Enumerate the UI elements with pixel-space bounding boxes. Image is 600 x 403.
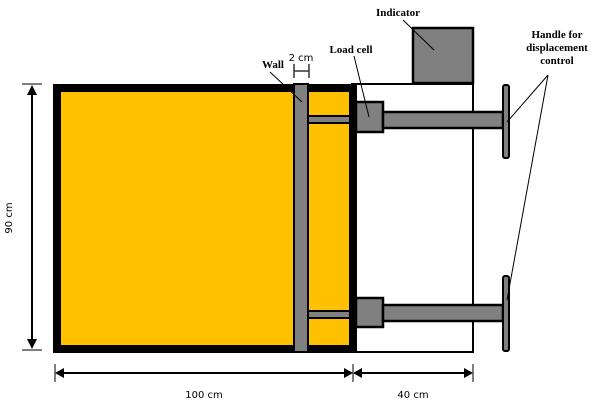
height-label: 90 cm	[4, 202, 15, 233]
wall-plate	[293, 83, 309, 353]
load-cell-upper	[354, 100, 385, 134]
box-length-label: 100 cm	[185, 390, 223, 401]
load-cell-lower	[354, 296, 385, 329]
handle-lower	[502, 275, 510, 352]
wall-label: Wall	[262, 59, 284, 71]
indicator-label: Indicator	[376, 7, 420, 19]
dimension-height: 90 cm	[4, 83, 42, 351]
wall-thickness-label: 2 cm	[289, 53, 314, 64]
handle-label-line2: displacement	[526, 42, 588, 54]
dimension-box-length: 100 cm	[54, 364, 354, 401]
handle-label-line3: control	[540, 55, 573, 67]
indicator-box	[411, 26, 475, 85]
rod-lower-inner	[307, 310, 351, 319]
load-cell-label: Load cell	[329, 44, 372, 56]
handle-upper	[502, 84, 510, 159]
shaft-lower	[381, 303, 505, 323]
handle-label-line1: Handle for	[531, 29, 582, 41]
rod-upper-inner	[307, 115, 351, 124]
frame-length-label: 40 cm	[397, 390, 428, 401]
shaft-upper	[381, 110, 505, 130]
wall-thickness-marker: 2 cm	[289, 53, 314, 78]
dimension-frame-length: 40 cm	[353, 364, 474, 401]
